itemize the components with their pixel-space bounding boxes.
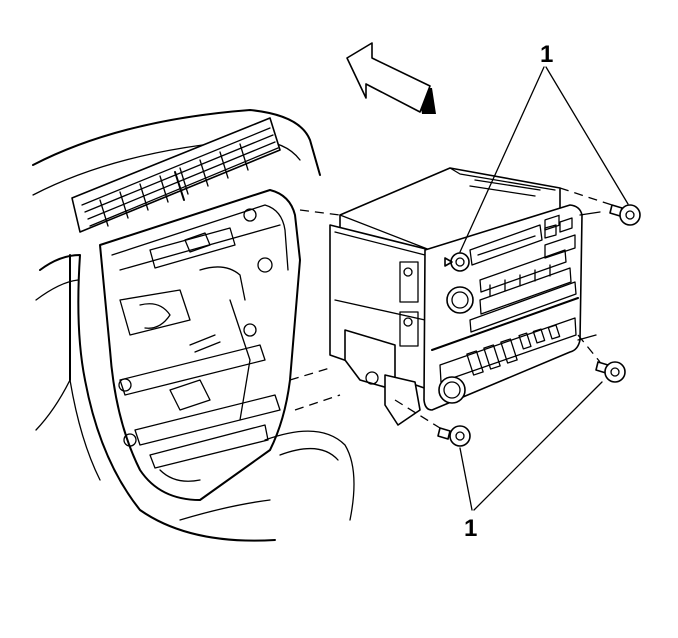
air-vent [71,117,281,233]
direction-arrow [346,42,436,114]
callout-label-top: 1 [540,41,553,68]
instrument-panel [32,109,355,542]
bolt-upper-right [609,204,641,226]
bolt-upper-left [444,252,470,272]
callout-label-bottom: 1 [464,515,477,542]
bolt-lower-right [595,361,626,383]
callout-leaders [459,66,629,511]
radio-chassis [329,167,561,426]
bolt-lower-left [437,425,471,447]
alignment-lines [289,187,613,429]
